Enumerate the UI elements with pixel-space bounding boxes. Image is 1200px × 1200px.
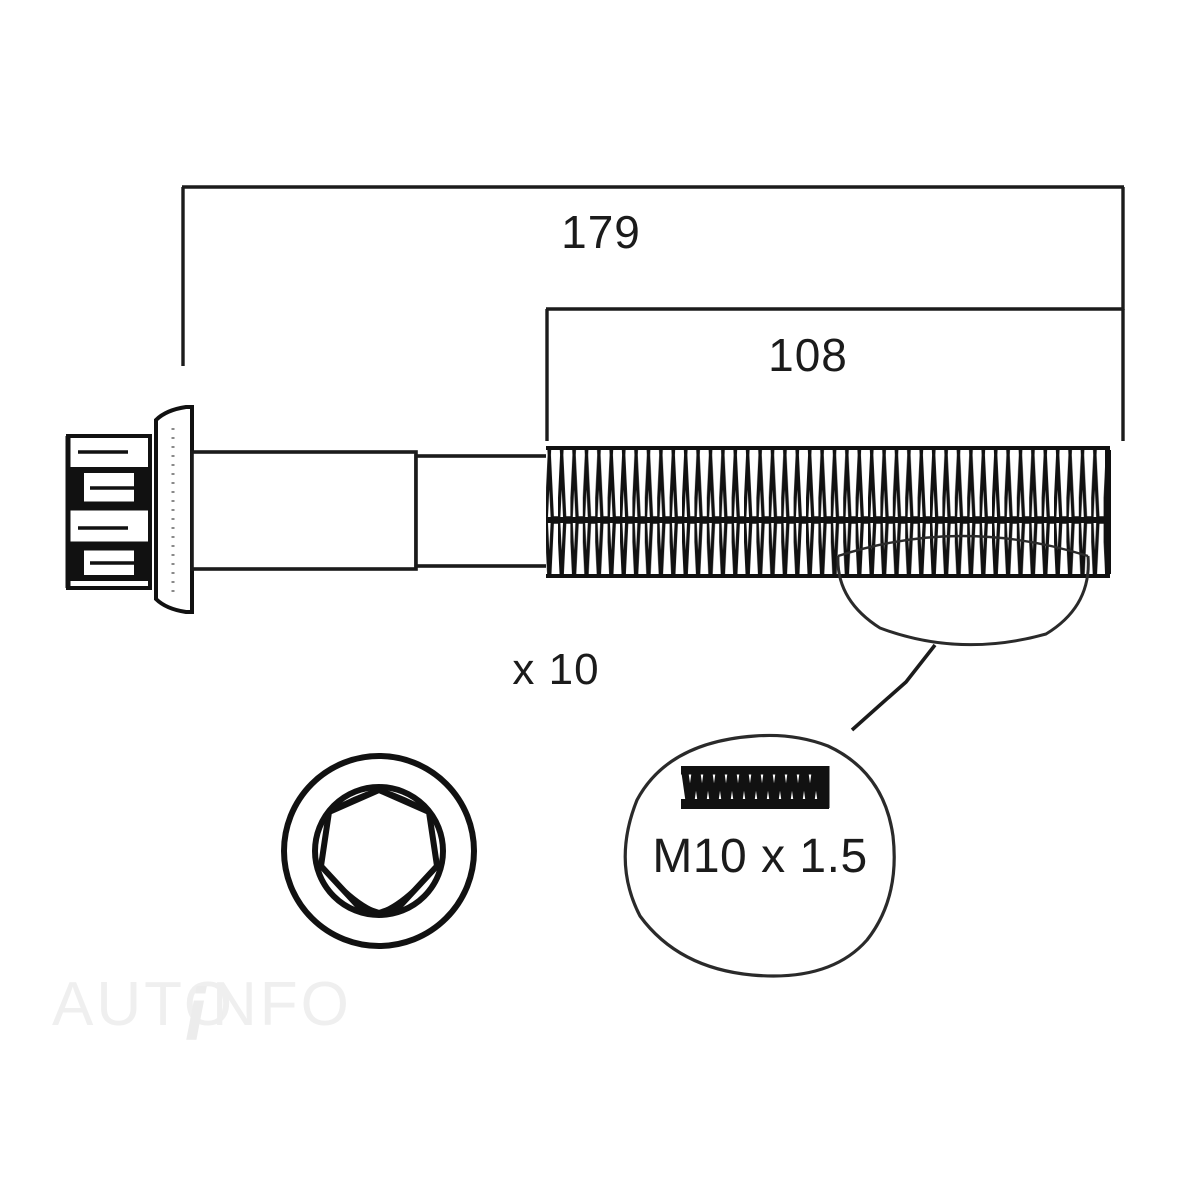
dimension-value-179: 179 bbox=[561, 206, 641, 258]
quantity-label: x 10 bbox=[512, 645, 599, 694]
drive-end-view bbox=[281, 753, 477, 949]
bolt-head-twelve-point bbox=[65, 434, 152, 590]
dimension-overall-length: 179 bbox=[181, 185, 1125, 366]
dimension-thread-length: 108 bbox=[545, 307, 1125, 441]
head-notch-right-2 bbox=[134, 546, 150, 578]
leader-polyline bbox=[850, 643, 937, 732]
watermark-autoinfo: AUTO i NFO bbox=[52, 970, 352, 1056]
bolt-shank-lower bbox=[414, 454, 550, 568]
detail-ellipse-outline bbox=[836, 555, 1090, 647]
thread-spec-label: M10 x 1.5 bbox=[652, 830, 867, 883]
watermark-text-i: i bbox=[185, 973, 207, 1056]
shank-segment-1 bbox=[190, 450, 418, 571]
thread-detail-balloon: M10 x 1.5 bbox=[623, 733, 896, 978]
drive-lobe-1 bbox=[378, 787, 431, 815]
dimension-value-108: 108 bbox=[768, 329, 848, 381]
detail-ellipse-upper-arc bbox=[837, 534, 1089, 558]
thread-detail-ellipse bbox=[836, 534, 1090, 647]
drive-lobe-2 bbox=[327, 787, 380, 815]
drive-lobe-3 bbox=[378, 864, 439, 916]
bolt-threaded-section bbox=[546, 446, 1111, 578]
shank-segment-2 bbox=[414, 454, 550, 568]
watermark-text-nfo: NFO bbox=[212, 970, 352, 1039]
head-notch-left-1 bbox=[68, 470, 84, 506]
thread-profile-teeth bbox=[681, 766, 829, 809]
drive-lobe-4 bbox=[319, 864, 380, 916]
thread-profile-icon bbox=[681, 766, 830, 809]
thread-hatching bbox=[546, 447, 1110, 577]
detail-leader-line bbox=[850, 643, 937, 732]
bolt-flange bbox=[154, 405, 194, 614]
watermark-text-auto: AUTO bbox=[52, 970, 235, 1039]
head-notch-right-1 bbox=[134, 470, 150, 506]
thread-pattern-fill bbox=[546, 447, 1110, 577]
bolt-shank-upper bbox=[190, 450, 418, 571]
bolt-side-view bbox=[65, 405, 1111, 614]
head-notch-left-2 bbox=[68, 546, 84, 578]
twelve-point-drive-icon bbox=[318, 787, 440, 916]
